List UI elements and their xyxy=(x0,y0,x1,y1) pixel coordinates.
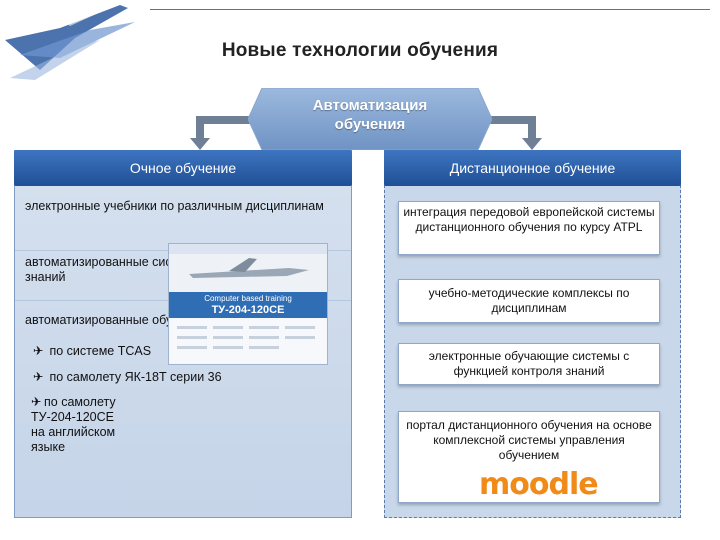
sub-item-line1: по самолету xyxy=(44,395,116,409)
sub-item-line2: ТУ-204-120СЕ xyxy=(31,410,114,424)
tu204-cbt-screenshot: Computer based training ТУ-204-120СЕ xyxy=(168,243,328,365)
cbt-title: ТУ-204-120СЕ xyxy=(211,304,285,316)
distance-header: Дистанционное обучение xyxy=(384,150,681,186)
sub-item-line4: языке xyxy=(31,440,66,454)
cbt-caption: Computer based training xyxy=(204,294,292,303)
distance-box-portal: портал дистанционного обучения на основе… xyxy=(398,411,660,503)
distance-box-methodical: учебно-методические комплексы по дисципл… xyxy=(398,279,660,323)
airplane-bullet-icon: ✈ xyxy=(31,395,42,409)
sub-item-tu204: ✈по самолету ТУ-204-120СЕ на английском … xyxy=(31,395,116,455)
distance-column: Дистанционное обучение интеграция передо… xyxy=(384,150,681,518)
arrow-left-icon xyxy=(190,138,210,150)
portal-text: портал дистанционного обучения на основе… xyxy=(406,418,652,462)
arrow-right-icon xyxy=(522,138,542,150)
center-hexagon xyxy=(248,88,492,150)
airplane-bullet-icon: ✈ xyxy=(33,370,44,384)
sub-item-line3: на английском xyxy=(31,425,116,439)
connector-arrows xyxy=(190,116,542,150)
airplane-logo-icon xyxy=(5,2,135,80)
page-title: Новые технологии обучения xyxy=(221,40,499,61)
airplane-bullet-icon: ✈ xyxy=(33,344,44,358)
full-time-header: Очное обучение xyxy=(14,150,352,186)
header-rule xyxy=(150,9,710,10)
moodle-logo: moodle xyxy=(479,467,599,502)
distance-box-atpl: интеграция передовой европейской системы… xyxy=(398,201,660,255)
sub-item-label: по самолету ЯК-18Т серии 36 xyxy=(49,370,222,384)
center-node-line2: обучения xyxy=(334,116,406,133)
sub-item-tcas: ✈ по системе TCAS xyxy=(33,343,151,358)
sub-item-label: по системе TCAS xyxy=(49,344,152,358)
center-node-label: Автоматизация обучения xyxy=(248,96,492,134)
distance-box-e-learning: электронные обучающие системы с функцией… xyxy=(398,343,660,385)
aircraft-image-icon xyxy=(169,244,327,364)
center-node-line1: Автоматизация xyxy=(312,97,428,114)
sub-item-yak18t: ✈ по самолету ЯК-18Т серии 36 xyxy=(33,369,222,384)
